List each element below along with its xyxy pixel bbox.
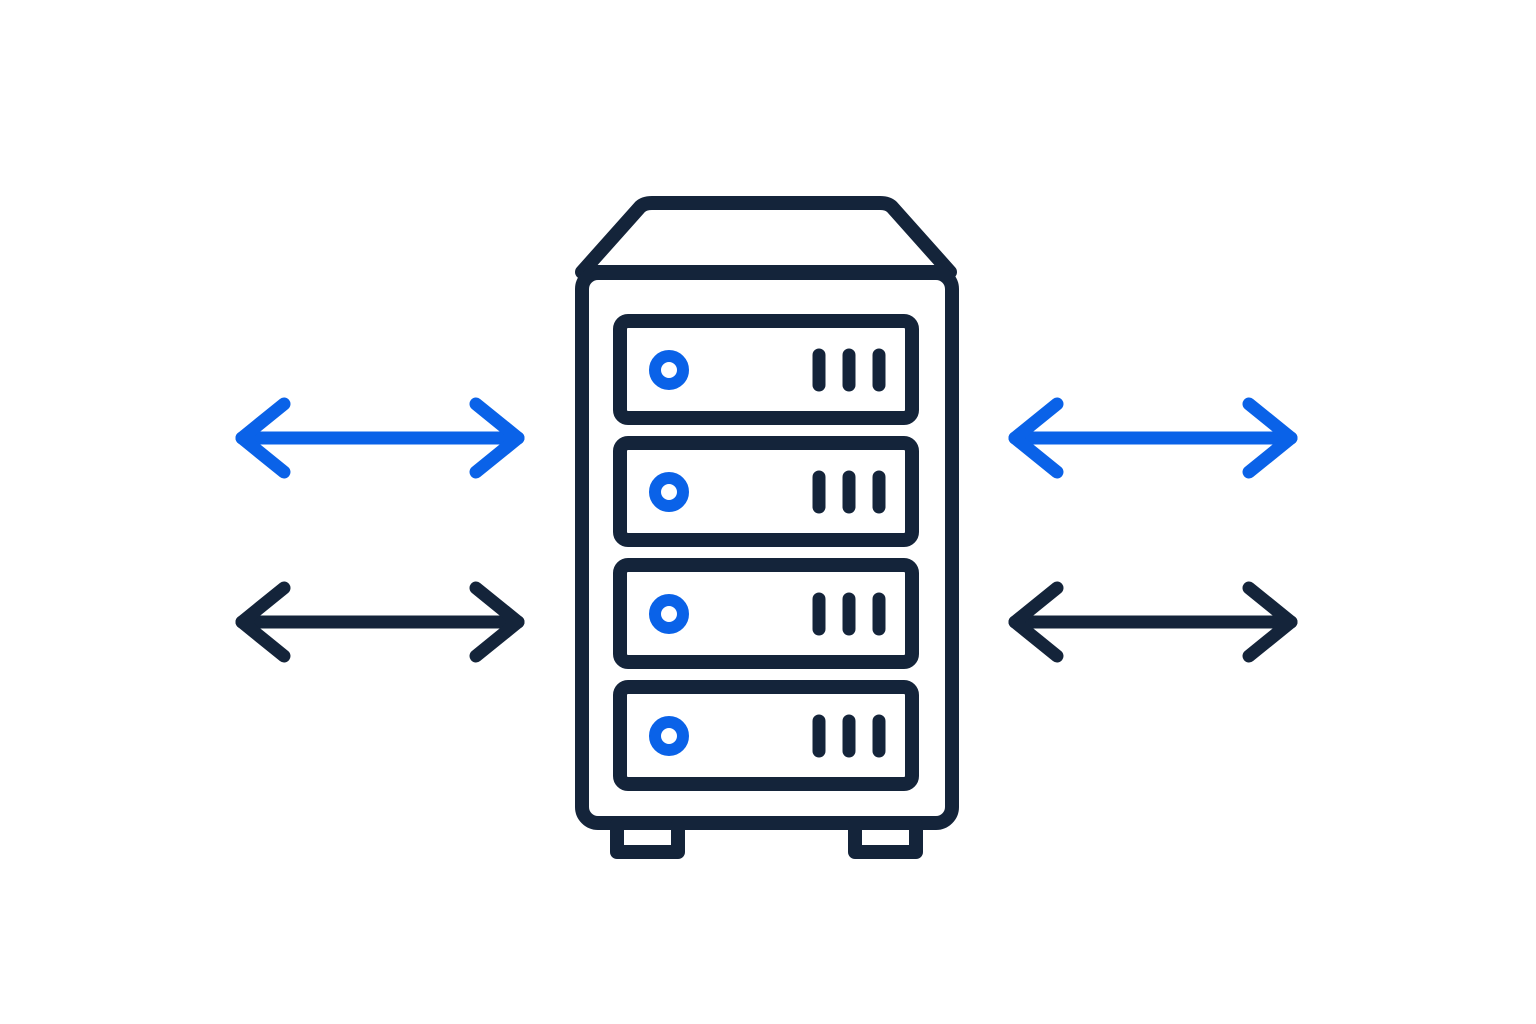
status-led-icon [649, 472, 689, 512]
double-arrow-icon [1008, 581, 1298, 663]
double-arrow-icon [1008, 397, 1298, 479]
server-foot-right [848, 818, 923, 859]
arrow-head-left [235, 397, 291, 479]
drive-bay-frame [613, 436, 919, 547]
status-led-icon [649, 594, 689, 634]
status-led-icon [649, 716, 689, 756]
arrow-head-right [469, 397, 525, 479]
drive-bay-frame [613, 558, 919, 669]
double-arrow-icon [235, 397, 525, 479]
connection-arrows [235, 397, 1298, 663]
drive-bay [613, 436, 919, 547]
server-tower-icon [575, 196, 959, 859]
arrow-head-right [1242, 581, 1298, 663]
drive-bay [613, 558, 919, 669]
server-foot-left [610, 818, 685, 859]
drive-bay [613, 680, 919, 791]
arrow-head-right [1242, 397, 1298, 479]
drive-bay-frame [613, 680, 919, 791]
double-arrow-icon [235, 581, 525, 663]
drive-bay-frame [613, 314, 919, 425]
arrow-head-left [235, 581, 291, 663]
drive-bay [613, 314, 919, 425]
server-body [575, 266, 959, 830]
status-led-icon [649, 350, 689, 390]
arrow-head-right [469, 581, 525, 663]
arrow-head-left [1008, 581, 1064, 663]
arrow-head-left [1008, 397, 1064, 479]
server-top-cap [575, 196, 957, 279]
